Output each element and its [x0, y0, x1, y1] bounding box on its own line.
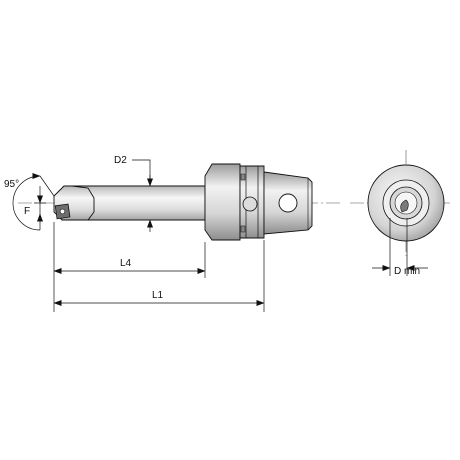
- insert-screw: [59, 208, 66, 215]
- side-view: [18, 163, 340, 241]
- l1-label: L1: [152, 290, 164, 301]
- front-view: [350, 150, 450, 276]
- f-label: F: [24, 206, 30, 217]
- holder-flange: [204, 163, 241, 241]
- l4-label: L4: [120, 258, 132, 269]
- angle-arc: [12, 173, 41, 231]
- taper-hole: [278, 193, 298, 213]
- dmin-label: D min: [394, 266, 420, 277]
- dimensions: [12, 159, 265, 312]
- groove-pin: [242, 196, 258, 212]
- d2-label: D2: [114, 155, 127, 166]
- angle-label: 95°: [4, 179, 19, 190]
- d2-leader: [132, 159, 151, 186]
- front-insert: [400, 199, 409, 213]
